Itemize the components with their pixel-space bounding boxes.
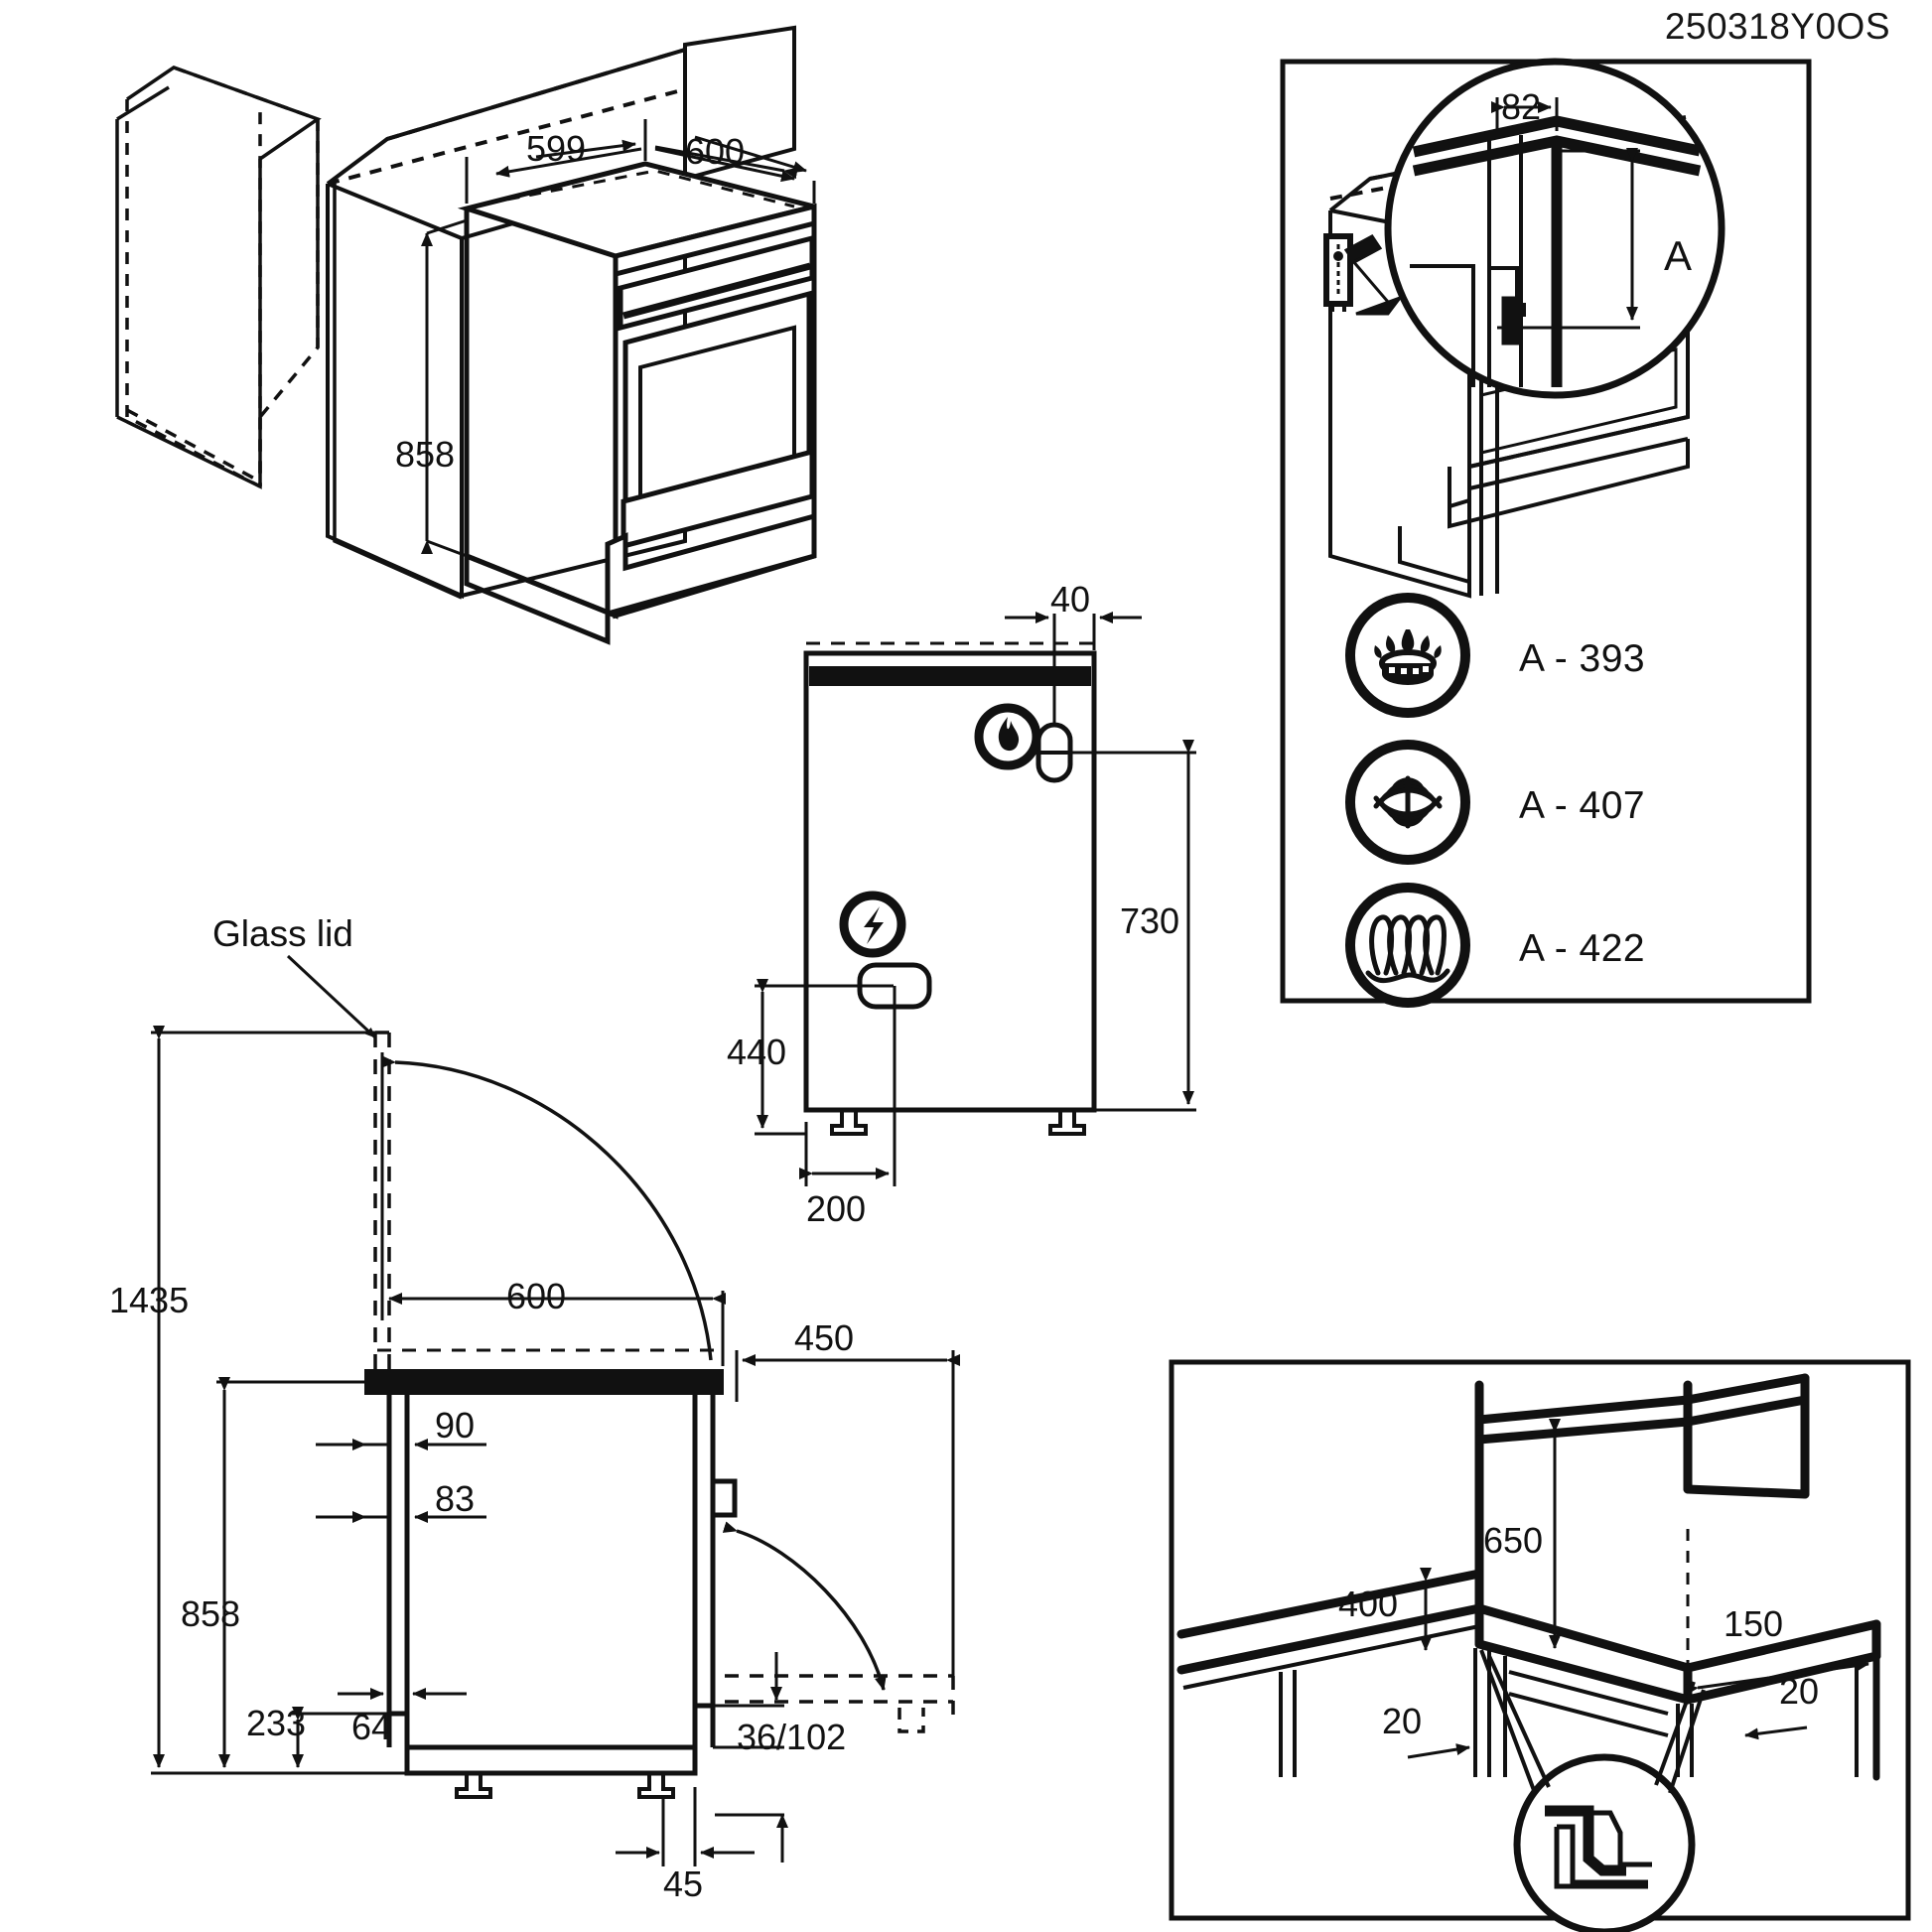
drawing-code: 250318Y0OS [1664,6,1890,47]
rear-dimension-lines [755,612,1196,1186]
dim-858-side: 858 [181,1593,241,1634]
dim-1435: 1435 [109,1280,190,1320]
gas-flame-icon [974,703,1041,770]
dim-200: 200 [806,1188,867,1229]
anti-tip-detail-leader [1350,259,1405,316]
electric-bolt-icon [839,891,906,958]
rear-view-geometry [803,641,1097,1136]
dim-90: 90 [435,1405,476,1446]
dim-858-iso: 858 [395,434,456,475]
clearance-dimension-lines [1407,1419,1869,1759]
dim-40: 40 [1050,579,1091,620]
clearance-panel-frame [1169,1359,1911,1921]
dim-A: A [1664,232,1693,279]
iso-front-view-geometry [115,25,817,645]
clearance-reference-lines [1477,1519,1690,1672]
dim-233: 233 [246,1703,307,1743]
anti-tip-bracket-icon [1323,233,1383,312]
clearance-panel-geometry [1176,1373,1881,1781]
dim-83: 83 [435,1478,476,1519]
dim-82: 82 [1501,86,1542,127]
legend-label-gas: A - 393 [1519,637,1646,680]
side-view-dimension-lines [151,1026,960,1866]
legend-label-coil: A - 422 [1519,927,1646,970]
dim-45: 45 [663,1863,704,1904]
legend-label-radiant: A - 407 [1519,784,1646,827]
iso-dimension-lines [421,119,816,558]
dim-600-width: 600 [685,131,746,172]
legend-icon-gas-burner [1345,593,1470,718]
dim-730: 730 [1120,900,1180,941]
legend-icon-coil-element [1345,883,1470,1008]
worktop-edge-gap-detail-icon [1545,1805,1652,1889]
dim-400: 400 [1338,1584,1399,1624]
dim-36-102: 36/102 [737,1717,847,1757]
detail-leaders [1479,1649,1706,1794]
glass-lid-note: Glass lid [212,913,353,954]
glass-lid-leader [286,954,377,1039]
door-opening-arc [722,1521,887,1691]
dim-64: 64 [351,1707,392,1747]
dim-20-left: 20 [1382,1701,1423,1741]
dim-450: 450 [794,1317,855,1358]
legend-icon-radiant-ceramic [1345,740,1470,865]
dim-650: 650 [1483,1520,1544,1561]
dim-440: 440 [727,1032,787,1072]
dim-600-depth: 600 [506,1276,567,1316]
dim-150: 150 [1724,1603,1784,1644]
anti-tip-detail-contents [1410,97,1702,387]
dim-599: 599 [526,128,587,169]
worktop-edge-gap-detail-circle [1513,1753,1696,1932]
dim-20-right: 20 [1779,1671,1820,1712]
